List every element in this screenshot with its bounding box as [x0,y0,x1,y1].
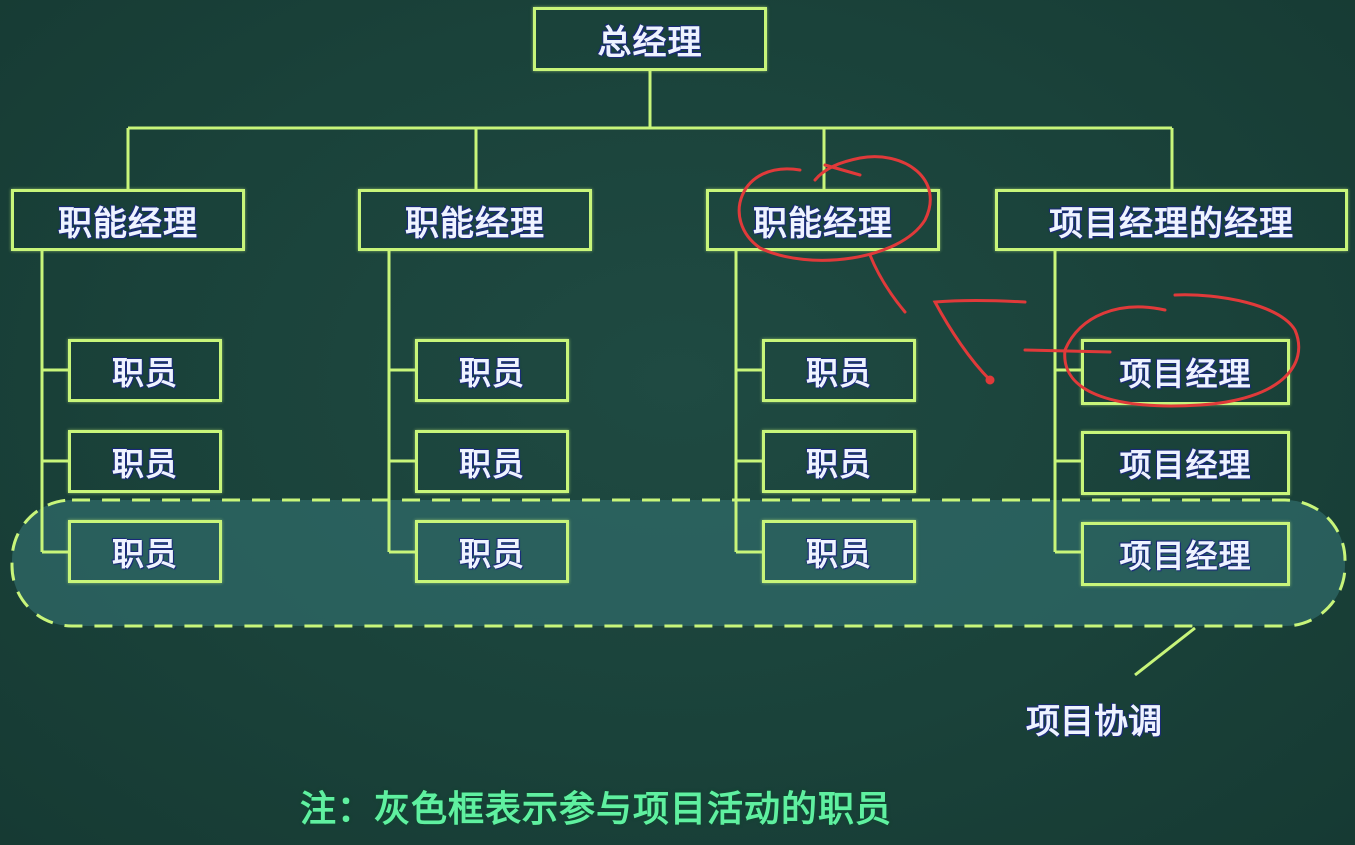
general-manager-label: 总经理 [597,22,703,63]
project-manager-box: 项目经理 [1081,431,1290,495]
staff-box-project: 职员 [415,520,569,583]
staff-box: 职员 [68,430,222,493]
functional-manager-box-2: 职能经理 [358,189,592,251]
project-manager-box: 项目经理 [1081,339,1290,405]
staff-box: 职员 [415,339,569,402]
project-coordination-label: 项目协调 [1026,702,1162,742]
staff-box: 职员 [762,430,916,493]
staff-box: 职员 [68,339,222,402]
project-manager-box-project: 项目经理 [1081,522,1290,586]
project-coordination-band [10,498,1347,628]
diagram-note: 注：灰色框表示参与项目活动的职员 [300,789,893,830]
staff-box: 职员 [762,339,916,402]
general-manager-box: 总经理 [533,7,767,71]
functional-manager-box-3: 职能经理 [706,189,940,251]
staff-box: 职员 [415,430,569,493]
functional-manager-box-1: 职能经理 [11,189,245,251]
staff-box-project: 职员 [762,520,916,583]
staff-box-project: 职员 [68,520,222,583]
project-manager-manager-box: 项目经理的经理 [995,189,1348,251]
